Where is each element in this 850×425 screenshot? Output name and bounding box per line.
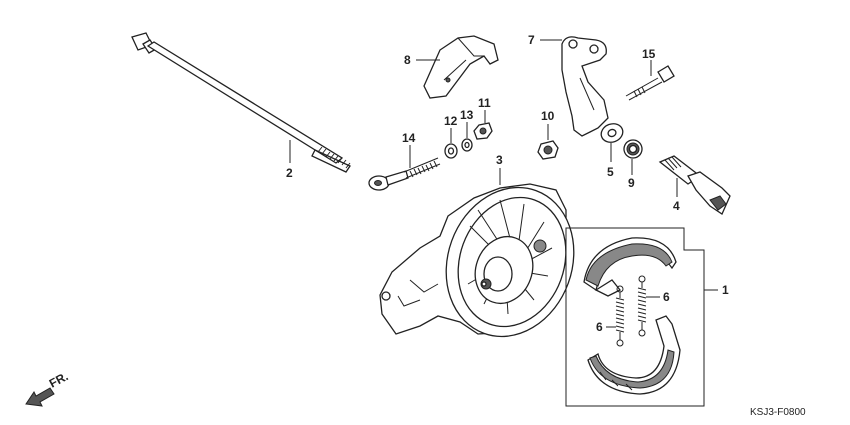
callout-1: 1 <box>722 283 729 297</box>
part-washer-5 <box>600 123 624 143</box>
callout-9: 9 <box>628 176 635 190</box>
part-axle <box>131 32 351 173</box>
diagram-code: KSJ3-F0800 <box>750 407 806 418</box>
part-brake-shoe-lower <box>587 315 681 395</box>
callout-6a: 6 <box>663 290 670 304</box>
part-nut-10 <box>537 140 559 160</box>
part-spring-6-upper <box>637 275 647 337</box>
front-arrow-icon <box>25 387 55 407</box>
callout-15: 15 <box>642 47 656 61</box>
part-adjuster-bolt <box>368 157 441 191</box>
callout-13: 13 <box>460 108 474 122</box>
callout-3: 3 <box>496 153 503 167</box>
callout-8: 8 <box>404 53 411 67</box>
part-cover-8 <box>423 35 499 99</box>
callout-7: 7 <box>528 33 535 47</box>
callout-12: 12 <box>444 114 458 128</box>
shoe-group-frame <box>565 227 705 407</box>
part-spring-washer-13 <box>461 138 473 152</box>
callout-5: 5 <box>607 165 614 179</box>
callout-6b: 6 <box>596 320 603 334</box>
part-washer-12 <box>444 143 458 159</box>
callout-2: 2 <box>286 166 293 180</box>
callout-14: 14 <box>402 131 416 145</box>
front-marker-label: FR. <box>47 369 71 390</box>
part-seal-9 <box>623 139 643 159</box>
callout-4: 4 <box>673 199 680 213</box>
part-spring-6-lower <box>615 285 625 347</box>
part-bolt-15 <box>625 65 675 101</box>
part-cam-4 <box>658 155 731 215</box>
part-brake-panel-3 <box>379 183 575 338</box>
part-brake-arm-7 <box>561 36 609 137</box>
callout-10: 10 <box>541 109 555 123</box>
part-nut-11 <box>473 122 493 140</box>
callout-11: 11 <box>478 96 491 110</box>
part-brake-shoe-upper <box>583 237 677 297</box>
